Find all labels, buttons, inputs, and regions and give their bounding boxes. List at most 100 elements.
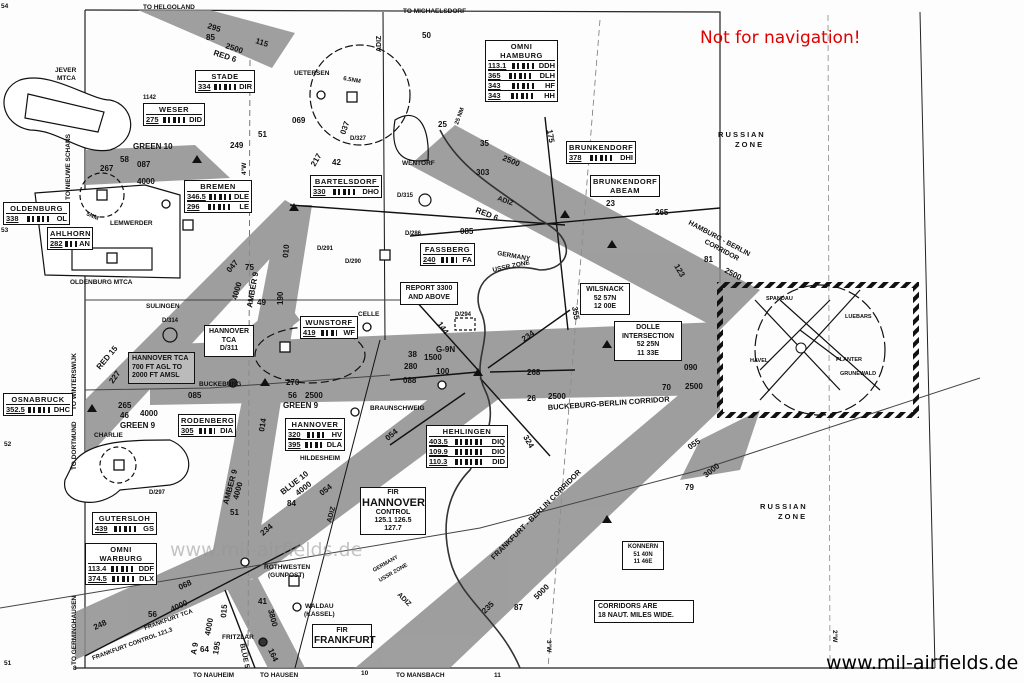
morse-code-icon bbox=[208, 203, 231, 210]
oldenburg-mtca-label: OLDENBURG MTCA bbox=[70, 279, 133, 286]
edge-to-nieuwe-schans: TO NIEUWE SCHANS bbox=[65, 133, 72, 200]
route-line-234 bbox=[487, 309, 571, 369]
route-number-badge: 84 bbox=[287, 499, 296, 508]
facility-ident: DIQ bbox=[491, 437, 505, 446]
facility-ident: DLE bbox=[234, 192, 249, 201]
edge-to-winterswijk: TO WINTERSWIJK bbox=[71, 353, 78, 410]
facility-ident: WF bbox=[343, 328, 355, 337]
facility-ident: DID bbox=[492, 457, 505, 466]
facility-name: STADE bbox=[211, 72, 239, 81]
course-label: 295 bbox=[206, 21, 222, 34]
facility-frequency: 343 bbox=[488, 91, 501, 100]
fix-longitude: 11 33E bbox=[637, 349, 659, 357]
spandau-label: SPANDAU bbox=[766, 296, 793, 302]
gutersloh-zone bbox=[64, 439, 190, 503]
facility-frequency: 378 bbox=[569, 153, 582, 162]
fix-latitude: 52 25N bbox=[636, 341, 660, 348]
hildesheim-airfield-icon bbox=[350, 407, 360, 417]
lat-53: 53 bbox=[1, 227, 9, 234]
russian-zone-label: Z O N E bbox=[778, 512, 805, 521]
sulingen-label: SULINGEN bbox=[146, 303, 180, 310]
restricted-label: D/286 bbox=[405, 231, 422, 237]
route-number-badge: 25 bbox=[438, 120, 447, 129]
adiz-label: ADIZ bbox=[376, 35, 383, 52]
route-number-badge: 26 bbox=[527, 394, 536, 403]
facility-ident: GS bbox=[143, 524, 154, 533]
morse-code-icon bbox=[198, 427, 215, 434]
facility-frequency: 343 bbox=[488, 81, 501, 90]
edge-to-helgoland: TO HELGOLAND bbox=[143, 4, 195, 11]
morse-code-icon bbox=[511, 92, 534, 99]
grunewald-label: GRUNEWALD bbox=[840, 371, 876, 377]
restricted-d294 bbox=[454, 317, 476, 331]
bremen-airfield-icon bbox=[182, 219, 194, 231]
facility-ident: DLA bbox=[326, 440, 342, 449]
facility-ident: AN bbox=[79, 239, 90, 248]
berlin-circle bbox=[754, 284, 886, 416]
facility-ident: DIA bbox=[220, 426, 233, 435]
route-number-badge: 56 bbox=[148, 610, 157, 619]
course-label: 100 bbox=[436, 367, 450, 376]
facility-frequency: 334 bbox=[198, 82, 211, 91]
route-red15: RED 15 bbox=[95, 344, 120, 372]
radius-label: 25 NM bbox=[454, 107, 466, 126]
facility-ident: DHC bbox=[53, 405, 70, 414]
adiz-label: ADIZ bbox=[326, 505, 337, 523]
report-note: REPORT 3300 AND ABOVE bbox=[400, 282, 458, 305]
course-label: 267 bbox=[100, 164, 114, 173]
morse-code-icon bbox=[208, 193, 231, 200]
radius-label: 6.5NM bbox=[343, 76, 361, 85]
waldau-label: WALDAU bbox=[305, 603, 334, 610]
airway-red6-north bbox=[138, 10, 295, 68]
course-label: 085 bbox=[460, 227, 474, 236]
airway-green10 bbox=[85, 145, 230, 185]
restricted-label: D/315 bbox=[397, 193, 414, 199]
facility-name: HAMBURG bbox=[500, 51, 543, 60]
route-number-badge: 41 bbox=[258, 597, 267, 606]
facility-name: FASSBERG bbox=[424, 245, 471, 254]
course-label: 088 bbox=[403, 376, 417, 385]
facility-frequency: 352.5 bbox=[6, 405, 25, 414]
facility-name: BRUNKENDORF bbox=[569, 143, 634, 152]
fix-konnern: KONNERN 51 40N 11 46E bbox=[622, 541, 664, 570]
frankfurt-fir-line bbox=[0, 377, 981, 609]
route-number-badge: 81 bbox=[704, 255, 713, 264]
facility-frequency: 109.9 bbox=[429, 447, 448, 456]
edge-to-nauheim: TO NAUHEIM bbox=[193, 672, 234, 679]
planter-label: PLANTER bbox=[836, 357, 862, 363]
lon-8: 8 bbox=[73, 665, 77, 672]
facility-frequency: 275 bbox=[146, 115, 159, 124]
edge-to-germinghausen: TO GERMINGHAUSEN bbox=[71, 595, 78, 665]
note-line: 700 FT AGL TO bbox=[132, 363, 183, 371]
airway-blue5 bbox=[225, 578, 305, 668]
facility-ident: DIO bbox=[491, 447, 505, 456]
fix-name: BRUNKENDORF bbox=[593, 177, 658, 186]
wunstorf-airfield-icon bbox=[279, 341, 291, 353]
fir-frankfurt: FIR FRANKFURT bbox=[312, 624, 376, 648]
course-label: 355 bbox=[570, 306, 581, 321]
facility-ident: HF bbox=[544, 81, 555, 90]
facility-frequency: 296 bbox=[187, 202, 200, 211]
morse-code-icon bbox=[454, 448, 485, 455]
zone-border bbox=[439, 129, 568, 669]
edge-to-dortmund: TO DORTMUND bbox=[71, 421, 78, 470]
morse-code-icon bbox=[509, 72, 532, 79]
restricted-label: D/291 bbox=[317, 246, 334, 252]
altitude-label: 2500 bbox=[548, 392, 566, 401]
lat-54: 54 bbox=[1, 3, 9, 10]
facility-frequency: 282 bbox=[50, 239, 63, 248]
uetersen-label: UETERSEN bbox=[294, 70, 330, 77]
luebars-label: LUEBARS bbox=[845, 314, 872, 320]
fritzlar-label: FRITZLAR bbox=[222, 634, 254, 641]
airway-red15 bbox=[85, 200, 310, 460]
hamburg-circle bbox=[309, 44, 411, 146]
altitude-label: 2500 bbox=[305, 391, 323, 400]
morse-code-icon bbox=[321, 329, 338, 336]
morse-code-icon bbox=[162, 116, 185, 123]
fix-name: ABEAM bbox=[610, 186, 640, 195]
morse-code-icon bbox=[64, 240, 77, 247]
